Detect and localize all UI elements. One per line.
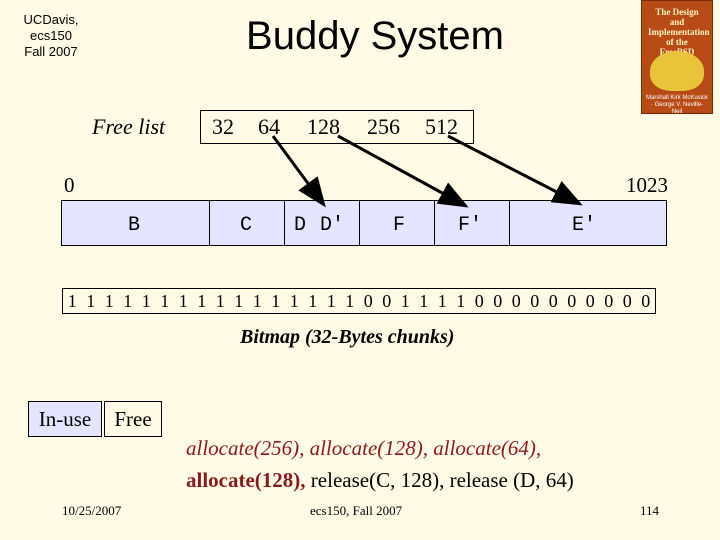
- bitmap-bit: 0: [563, 289, 582, 313]
- footer-date: 10/25/2007: [62, 503, 121, 519]
- bitmap-bit: 1: [285, 289, 304, 313]
- bitmap-bit: 0: [618, 289, 637, 313]
- bitmap-bit: 1: [211, 289, 230, 313]
- bitmap-bit: 1: [341, 289, 360, 313]
- bitmap-bit: 0: [378, 289, 397, 313]
- operations-line-1: allocate(256), allocate(128), allocate(6…: [186, 436, 541, 461]
- bitmap-bit: 1: [248, 289, 267, 313]
- arrow-64-to-d-prime: [273, 136, 324, 205]
- arrow-512-to-e-prime: [448, 136, 580, 204]
- bitmap-bit: 1: [267, 289, 286, 313]
- bitmap-bit: 1: [396, 289, 415, 313]
- bitmap-bit: 0: [544, 289, 563, 313]
- bitmap-bit: 1: [137, 289, 156, 313]
- footer-page-number: 114: [640, 503, 659, 519]
- legend-free: Free: [104, 401, 162, 437]
- bitmap-bit: 0: [507, 289, 526, 313]
- bitmap-bit: 0: [470, 289, 489, 313]
- bitmap-bit: 1: [322, 289, 341, 313]
- arrow-128-to-f-prime: [338, 136, 466, 206]
- bitmap-bit: 1: [156, 289, 175, 313]
- legend-in-use: In-use: [28, 401, 102, 437]
- bitmap-caption: Bitmap (32-Bytes chunks): [240, 326, 454, 349]
- bitmap-bit: 1: [100, 289, 119, 313]
- bitmap-bit: 1: [452, 289, 471, 313]
- bitmap-bit: 1: [304, 289, 323, 313]
- operations-line-2: allocate(128), release(C, 128), release …: [186, 468, 574, 493]
- bitmap-bit: 0: [489, 289, 508, 313]
- bitmap-bit: 1: [82, 289, 101, 313]
- bitmap-bit: 1: [63, 289, 82, 313]
- operations-rest: release(C, 128), release (D, 64): [306, 468, 574, 492]
- bitmap-bit: 0: [359, 289, 378, 313]
- bitmap-bit: 1: [119, 289, 138, 313]
- bitmap-bit: 0: [581, 289, 600, 313]
- bitmap-bit: 1: [193, 289, 212, 313]
- bitmap-bit: 0: [637, 289, 656, 313]
- bitmap-bit: 0: [600, 289, 619, 313]
- bitmap-bit: 0: [526, 289, 545, 313]
- bitmap-bit: 1: [174, 289, 193, 313]
- operations-highlight: allocate(128),: [186, 468, 306, 492]
- bitmap-bit: 1: [433, 289, 452, 313]
- bitmap-bit: 1: [415, 289, 434, 313]
- bitmap-bit: 1: [230, 289, 249, 313]
- footer-course: ecs150, Fall 2007: [310, 503, 402, 519]
